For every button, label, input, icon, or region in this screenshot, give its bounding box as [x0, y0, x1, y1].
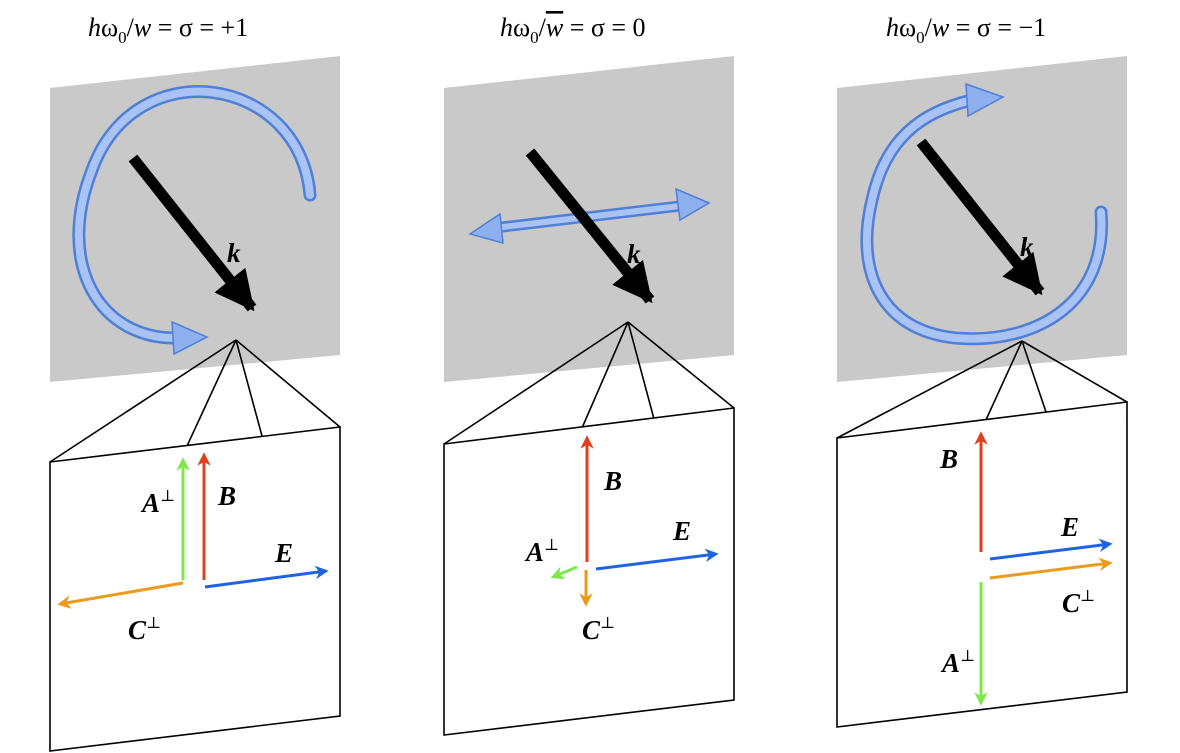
k-vector-arrow [525, 148, 655, 304]
k-label: k [1020, 232, 1034, 262]
panel-sigma-plus: hω0/w = σ = +1 k A⊥ B C⊥ E [49, 13, 341, 752]
title-sigma-zero: hω0/w = σ = 0 [500, 13, 646, 47]
c-perp-arrow [57, 581, 184, 609]
k-vector-arrow [128, 154, 257, 312]
wave-plane [50, 56, 340, 382]
c-perp-label: C⊥ [128, 615, 161, 645]
k-label: k [227, 238, 241, 268]
circular-polarization-arrow [72, 85, 317, 356]
title-sigma-plus: hω0/w = σ = +1 [88, 13, 248, 47]
e-label: E [672, 516, 691, 546]
c-perp-arrow [989, 557, 1113, 580]
k-label: k [627, 239, 641, 269]
b-label: B [217, 481, 236, 511]
panel-sigma-minus: hω0/w = σ = −1 k B E C⊥ A⊥ [836, 13, 1128, 728]
zoom-projection-lines [49, 339, 341, 463]
c-perp-label: C⊥ [1062, 588, 1095, 618]
circular-polarization-arrow [860, 82, 1108, 346]
title-sigma-minus: hω0/w = σ = −1 [886, 13, 1046, 47]
k-vector-arrow [916, 138, 1045, 296]
a-perp-label: A⊥ [524, 537, 559, 567]
zoom-projection-lines [443, 321, 735, 445]
field-panel [443, 407, 735, 736]
a-perp-label: A⊥ [140, 488, 175, 518]
field-panel [49, 426, 341, 752]
e-field-arrow [204, 565, 329, 589]
panel-sigma-zero: hω0/w = σ = 0 k B A⊥ C⊥ E [443, 13, 735, 736]
b-label: B [939, 444, 958, 474]
field-panel [836, 401, 1128, 728]
e-field-arrow [989, 538, 1113, 561]
c-perp-label: C⊥ [582, 615, 615, 645]
e-label: E [1060, 512, 1079, 542]
a-perp-arrow [550, 565, 578, 580]
b-label: B [603, 466, 622, 496]
a-perp-label: A⊥ [940, 648, 975, 678]
e-label: E [274, 538, 293, 568]
zoom-projection-lines [836, 340, 1128, 439]
e-field-arrow [595, 548, 719, 571]
